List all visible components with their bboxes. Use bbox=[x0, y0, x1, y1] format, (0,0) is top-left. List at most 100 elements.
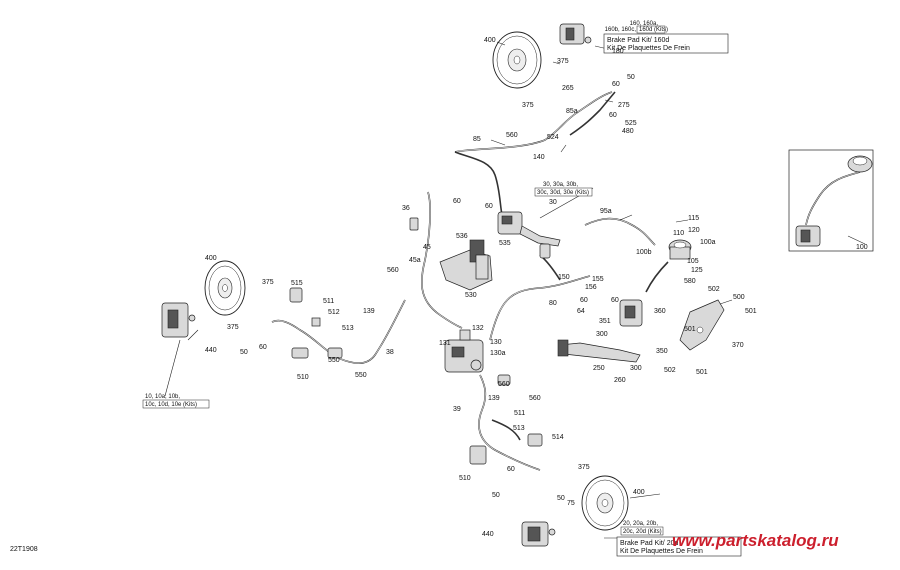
callout-38: 38 bbox=[386, 349, 394, 356]
callout-300: 300 bbox=[630, 365, 642, 372]
kit-label-top-pad: Brake Pad Kit/ 160d Kit De Plaquettes De… bbox=[603, 33, 729, 54]
kit-label-bottom-pad: Brake Pad Kit/ 20d Kit De Plaquettes De … bbox=[616, 536, 742, 557]
inset-frame bbox=[788, 149, 874, 252]
callout-50: 50 bbox=[627, 74, 635, 81]
callout-560: 560 bbox=[387, 267, 399, 274]
callout-510: 510 bbox=[459, 475, 471, 482]
pedal-assembly bbox=[557, 339, 641, 363]
callout-375: 375 bbox=[522, 102, 534, 109]
callout-536: 536 bbox=[456, 233, 468, 240]
callout-110: 110 bbox=[673, 230, 684, 237]
callout-580: 580 bbox=[684, 278, 696, 285]
callout-513: 513 bbox=[342, 325, 354, 332]
svg-text:Brake Pad Kit/ 20d: Brake Pad Kit/ 20d bbox=[620, 540, 678, 547]
callout-375: 375 bbox=[227, 324, 239, 331]
callout-100b: 100b bbox=[636, 249, 652, 256]
callout-480: 480 bbox=[622, 128, 634, 135]
callout-560: 560 bbox=[498, 381, 510, 388]
caliper-left bbox=[161, 302, 196, 338]
caliper-bottom bbox=[521, 521, 556, 547]
svg-text:20, 20a, 20b,: 20, 20a, 20b, bbox=[623, 521, 658, 527]
callout-45: 45 bbox=[423, 244, 431, 251]
callout-60: 60 bbox=[609, 112, 617, 119]
callout-265: 265 bbox=[562, 85, 574, 92]
callout-100: 100 bbox=[856, 244, 868, 251]
callout-515: 515 bbox=[291, 280, 303, 287]
callout-502: 502 bbox=[664, 367, 676, 374]
callout-250: 250 bbox=[593, 365, 605, 372]
kit-label-top-caliper: 160, 160a, 160b, 160c, 160d (Kits) bbox=[605, 21, 668, 34]
callout-370: 370 bbox=[732, 342, 744, 349]
callout-60: 60 bbox=[259, 344, 267, 351]
callout-514: 514 bbox=[552, 434, 564, 441]
brake-lines bbox=[271, 91, 861, 471]
callout-30: 30 bbox=[549, 199, 557, 206]
callout-524: 524 bbox=[547, 134, 559, 141]
master-cylinder bbox=[497, 211, 561, 247]
callout-130: 130 bbox=[490, 339, 502, 346]
svg-text:30, 30a, 30b,: 30, 30a, 30b, bbox=[543, 182, 578, 188]
callout-80: 80 bbox=[549, 300, 557, 307]
callout-39: 39 bbox=[453, 406, 461, 413]
callout-139: 139 bbox=[363, 308, 375, 315]
callout-125: 125 bbox=[691, 267, 703, 274]
brake-disc-rear-bottom bbox=[581, 475, 629, 531]
callout-115: 115 bbox=[688, 215, 699, 222]
callout-45a: 45a bbox=[409, 257, 421, 264]
callout-260: 260 bbox=[614, 377, 626, 384]
callout-400: 400 bbox=[484, 37, 496, 44]
bracket-500 bbox=[679, 299, 725, 351]
callout-75: 75 bbox=[567, 500, 575, 507]
svg-text:Brake Pad Kit/ 160d: Brake Pad Kit/ 160d bbox=[607, 37, 669, 44]
svg-text:20c, 20d (Kits): 20c, 20d (Kits) bbox=[623, 529, 662, 535]
caliper-top bbox=[559, 23, 592, 45]
callout-85a: 85a bbox=[566, 108, 578, 115]
callout-530: 530 bbox=[465, 292, 477, 299]
callout-156: 156 bbox=[585, 284, 597, 291]
callout-550: 550 bbox=[328, 357, 340, 364]
callout-150: 150 bbox=[558, 274, 570, 281]
abs-module bbox=[444, 329, 484, 373]
callout-60: 60 bbox=[580, 297, 588, 304]
callout-64: 64 bbox=[577, 308, 585, 315]
callout-440: 440 bbox=[482, 531, 494, 538]
callout-510: 510 bbox=[297, 374, 309, 381]
bracket-assembly-530 bbox=[439, 239, 493, 291]
callout-36: 36 bbox=[402, 205, 410, 212]
callout-440: 440 bbox=[205, 347, 217, 354]
callout-95a: 95a bbox=[600, 208, 612, 215]
callout-351: 351 bbox=[599, 318, 611, 325]
callout-375: 375 bbox=[262, 279, 274, 286]
callout-60: 60 bbox=[485, 203, 493, 210]
callout-50: 50 bbox=[240, 349, 248, 356]
callout-60: 60 bbox=[453, 198, 461, 205]
callout-535: 535 bbox=[499, 240, 511, 247]
callout-60: 60 bbox=[612, 81, 620, 88]
callout-513: 513 bbox=[513, 425, 525, 432]
callout-60: 60 bbox=[507, 466, 515, 473]
callout-50: 50 bbox=[492, 492, 500, 499]
svg-text:10c, 10d, 10e (Kits): 10c, 10d, 10e (Kits) bbox=[145, 402, 197, 408]
callout-360: 360 bbox=[654, 308, 666, 315]
callout-130a: 130a bbox=[490, 350, 506, 357]
callout-105: 105 bbox=[687, 258, 699, 265]
callout-350: 350 bbox=[656, 348, 668, 355]
kit-label-bottom-caliper: 20, 20a, 20b, 20c, 20d (Kits) bbox=[620, 521, 664, 536]
callout-560: 560 bbox=[506, 132, 518, 139]
callout-155: 155 bbox=[592, 276, 604, 283]
brake-disc-left bbox=[204, 260, 246, 316]
svg-text:Kit De Plaquettes De Frein: Kit De Plaquettes De Frein bbox=[620, 548, 703, 555]
callout-525: 525 bbox=[625, 120, 637, 127]
callout-512: 512 bbox=[328, 309, 340, 316]
callout-120: 120 bbox=[688, 227, 700, 234]
caliper-inset bbox=[795, 155, 873, 247]
callout-140: 140 bbox=[533, 154, 545, 161]
svg-text:160, 160a,: 160, 160a, bbox=[630, 21, 659, 27]
callout-560: 560 bbox=[529, 395, 541, 402]
callout-501: 501 bbox=[745, 308, 757, 315]
watermark: www.partskatalog.ru bbox=[672, 531, 839, 550]
callout-502: 502 bbox=[708, 286, 720, 293]
